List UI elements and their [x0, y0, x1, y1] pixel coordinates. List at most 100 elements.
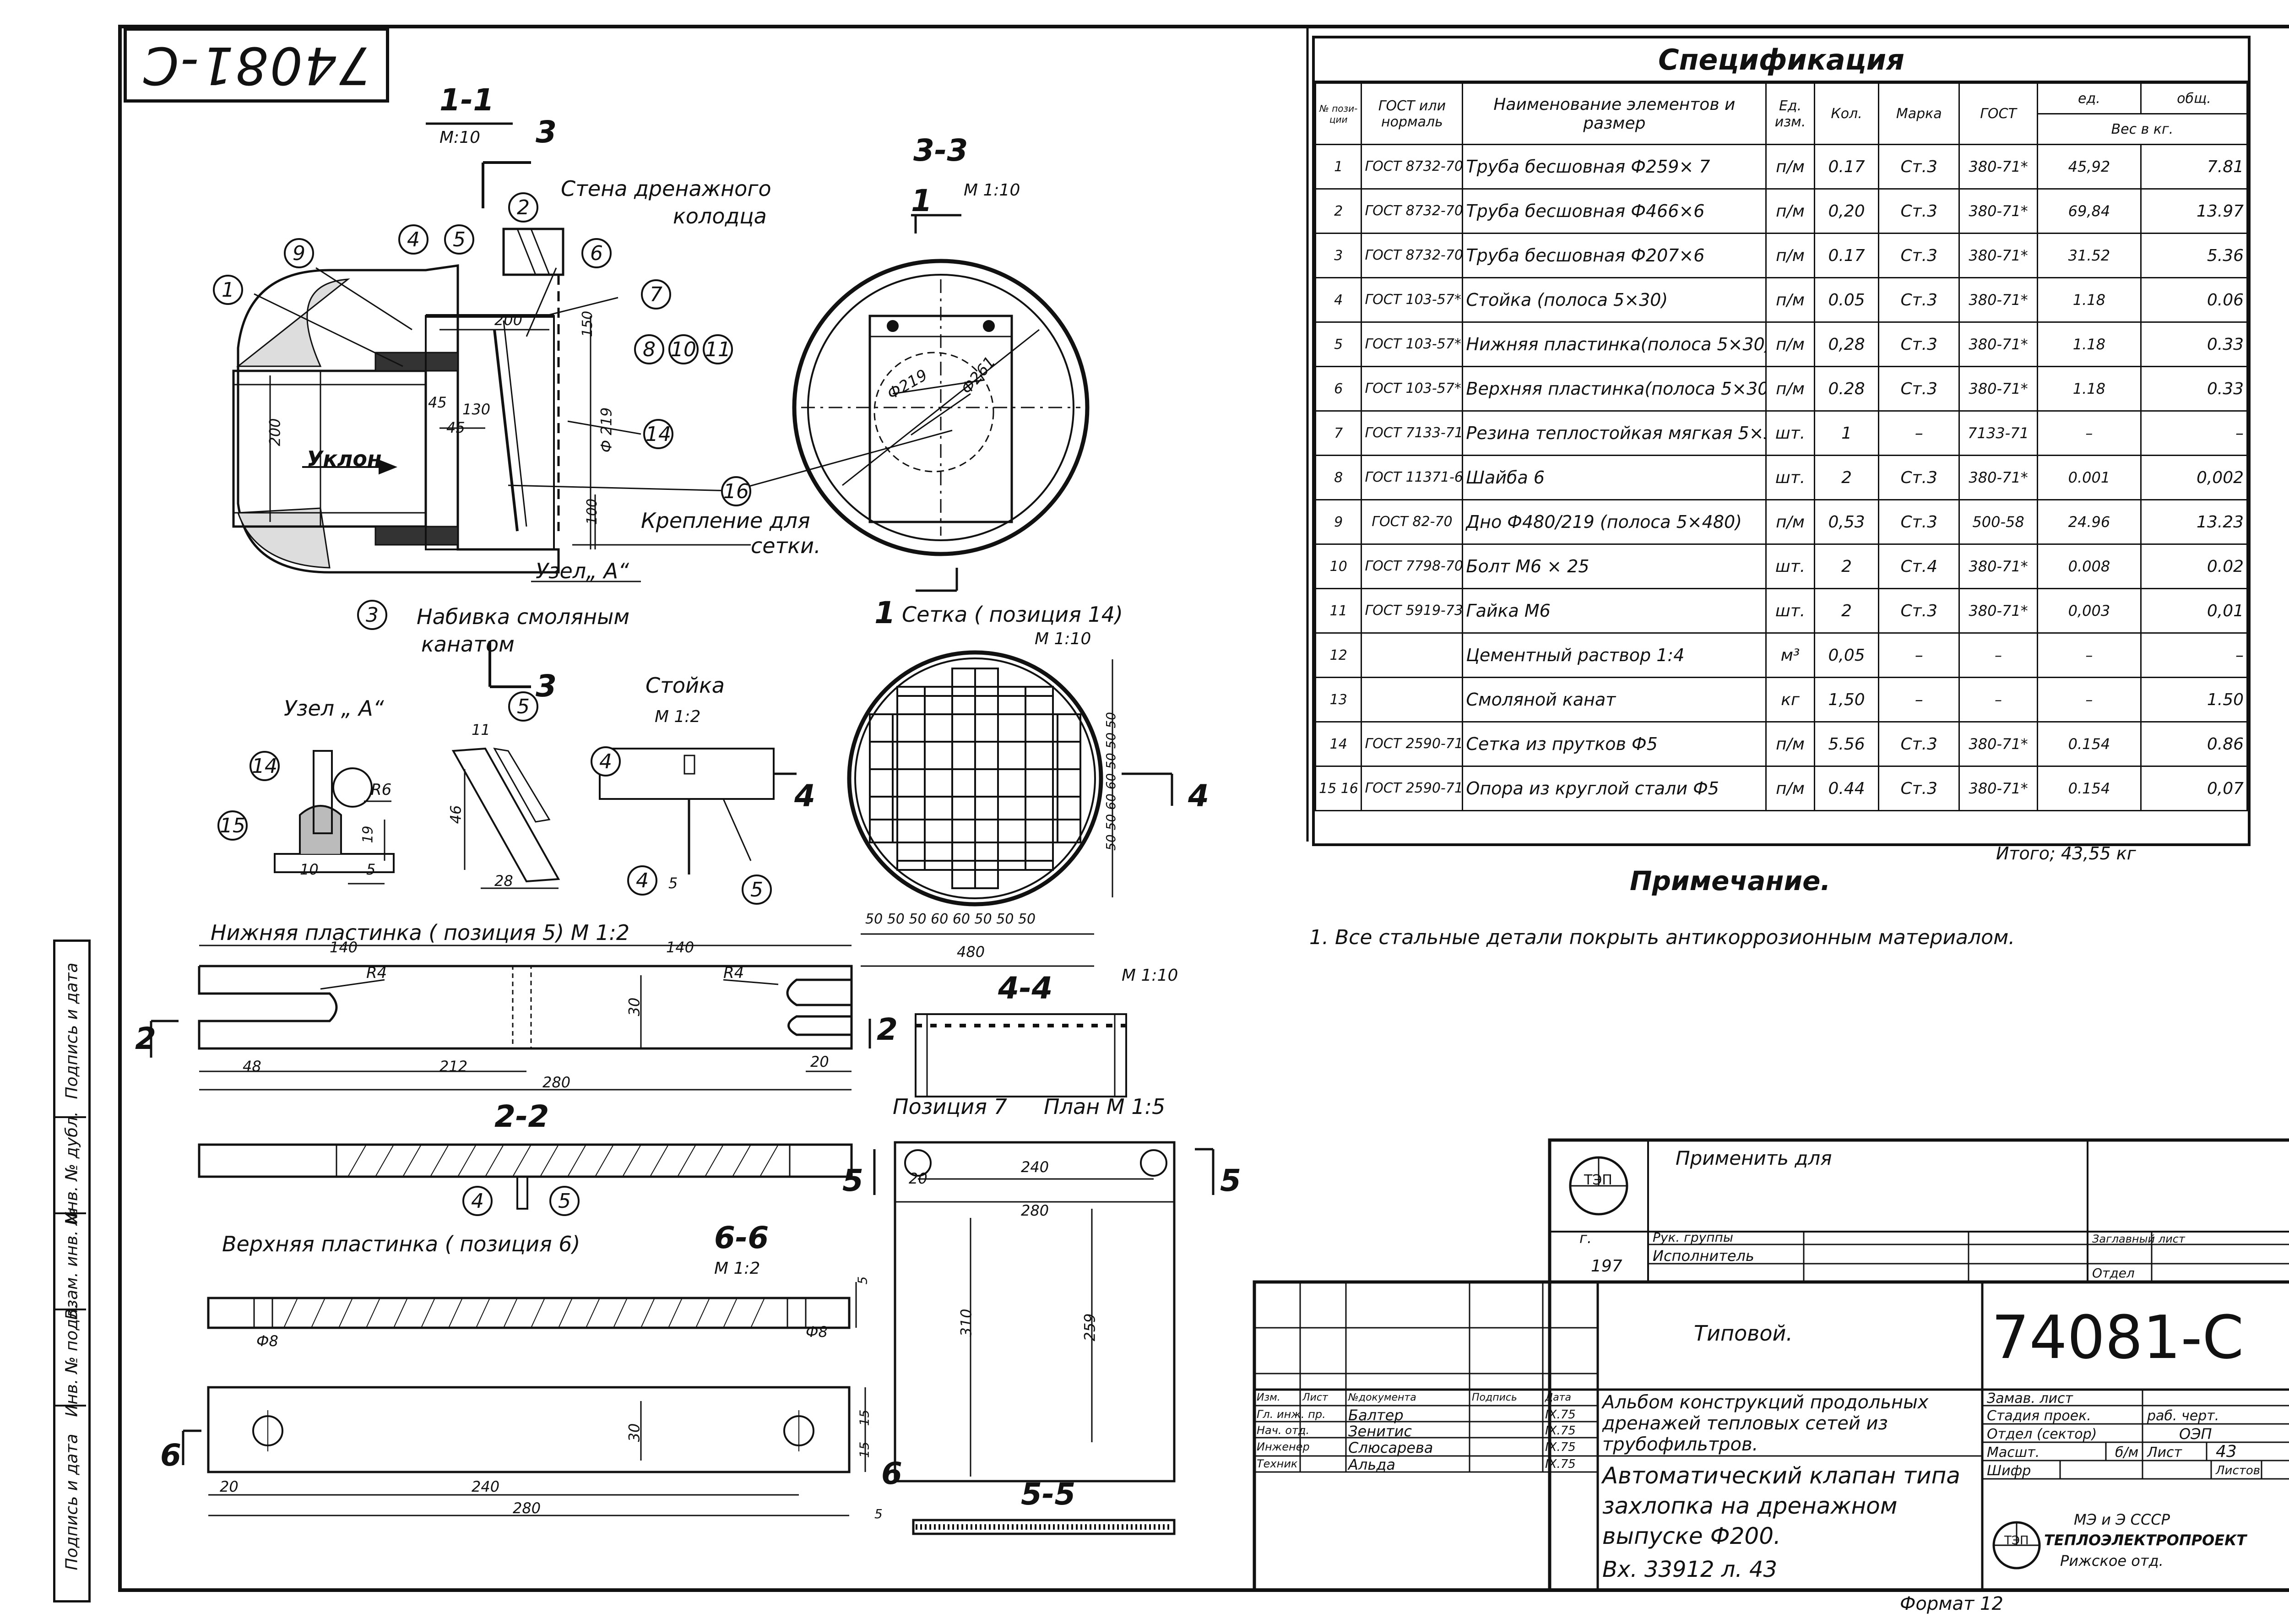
callout-10: 10: [668, 334, 699, 364]
callout-14: 14: [643, 419, 673, 449]
dim-219: Ф 219: [597, 407, 615, 453]
spec-header-weight: Вес в кг.: [2036, 113, 2248, 145]
spec-cell-name: Цементный раствор 1:4: [1462, 632, 1767, 678]
dim-mesh-top: 50 50 50 60 60 50 50 50: [865, 911, 1036, 927]
spec-cell-unit: кг: [1765, 677, 1815, 722]
cut-mark-2-left: 2: [135, 1021, 156, 1056]
spec-cell-pos: 4: [1314, 277, 1362, 323]
dim-130: 130: [462, 401, 491, 418]
callout-16: 16: [721, 476, 751, 506]
spec-header-unit-weight: ед.: [2036, 82, 2142, 114]
spec-cell-name: Сетка из прутков Ф5: [1462, 721, 1767, 767]
spec-header-qty: Кол.: [1813, 82, 1880, 145]
rotated-document-stamp: 74081-С: [124, 27, 389, 103]
spec-cell-w2: –: [2140, 632, 2248, 678]
dim-10: 10: [300, 861, 319, 878]
dim-f8-b: Ф8: [806, 1323, 828, 1341]
section-6-6-scale: М 1:2: [714, 1259, 760, 1278]
spec-cell-w2: 0.86: [2140, 721, 2248, 767]
tb-cipher: Шифр: [1987, 1463, 2031, 1479]
dim-150: 150: [580, 310, 596, 337]
dim-45-a: 45: [428, 394, 447, 411]
spec-cell-gost2: 380-71*: [1958, 233, 2038, 278]
section-1-1-scale: М:10: [439, 128, 480, 147]
tb-number: 74081-С: [1991, 1303, 2244, 1372]
lower-plate-title: Нижняя пластинка ( позиция 5) М 1:2: [211, 920, 630, 945]
fastening-label: Крепление для: [641, 508, 810, 533]
callout-4: 4: [398, 224, 429, 255]
section-5-5-title: 5-5: [1021, 1477, 1076, 1512]
spec-cell-unit: п/м: [1765, 499, 1815, 545]
spec-header-total-weight: общ.: [2140, 82, 2248, 114]
spec-cell-mark: Ст.3: [1878, 188, 1960, 234]
dim-212: 212: [439, 1058, 468, 1075]
spec-cell-pos: 15 16: [1314, 766, 1362, 811]
spec-cell-unit: шт.: [1765, 588, 1815, 634]
spec-cell-w2: 5.36: [2140, 233, 2248, 278]
spec-cell-unit: п/м: [1765, 233, 1815, 278]
dim-up-5: 5: [855, 1276, 870, 1285]
spec-cell-qty: 0.17: [1813, 233, 1880, 278]
spec-cell-w1: 31.52: [2036, 233, 2142, 278]
packing-label-2: канатом: [421, 632, 515, 657]
callout-9: 9: [284, 238, 314, 268]
spec-cell-gost: ГОСТ 2590-71: [1361, 721, 1464, 767]
dim-p7-310: 310: [957, 1309, 975, 1337]
dim-r4-b: R4: [723, 964, 744, 982]
spec-cell-gost: ГОСТ 8732-70*: [1361, 144, 1464, 190]
spec-cell-gost2: 7133-71: [1958, 410, 2038, 456]
spec-cell-gost2: 380-71*: [1958, 721, 2038, 767]
spec-cell-gost: ГОСТ 103-57*: [1361, 277, 1464, 323]
cut-mark-4-right: 4: [1188, 778, 1209, 814]
spec-cell-w1: 45,92: [2036, 144, 2142, 190]
tb-stage-value: раб. черт.: [2147, 1408, 2219, 1424]
dim-mesh-side: 50 50 60 60 50 50 50: [1103, 712, 1118, 851]
spec-cell-gost2: 380-71*: [1958, 366, 2038, 412]
spec-cell-gost: [1361, 677, 1464, 722]
tb-org-3: Рижское отд.: [2060, 1552, 2164, 1570]
tb-apply-for: Применить для: [1676, 1147, 1832, 1169]
spec-cell-gost2: –: [1958, 632, 2038, 678]
dim-p7-280: 280: [1021, 1202, 1049, 1219]
callout-1: 1: [213, 275, 243, 305]
tb-subject: Автоматический клапан типа захлопка на д…: [1602, 1462, 1960, 1549]
tb-col-list: Лист: [1302, 1392, 1328, 1403]
upper-plate-title: Верхняя пластинка ( позиция 6): [222, 1232, 580, 1256]
callout-4-d: 4: [462, 1186, 493, 1216]
uzel-ref-label: Узел„ А“: [536, 559, 629, 583]
tb-col-sign: Подпись: [1472, 1392, 1517, 1403]
spec-cell-w2: 0.02: [2140, 543, 2248, 589]
tb-role-2: Нач. отд.: [1257, 1424, 1310, 1437]
spec-cell-w2: 0,01: [2140, 588, 2248, 634]
spec-cell-mark: Ст.3: [1878, 766, 1960, 811]
cut-mark-6-right: 6: [881, 1456, 902, 1491]
spec-cell-mark: Ст.3: [1878, 144, 1960, 190]
spec-cell-name: Нижняя пластинка(полоса 5×30): [1462, 321, 1767, 367]
spec-cell-mark: Ст.4: [1878, 543, 1960, 589]
callout-2: 2: [508, 192, 538, 223]
spec-cell-pos: 1: [1314, 144, 1362, 190]
spec-cell-unit: шт.: [1765, 543, 1815, 589]
spec-cell-qty: 1: [1813, 410, 1880, 456]
section-3-3-title: 3-3: [913, 133, 968, 168]
spec-cell-w1: 0,003: [2036, 588, 2142, 634]
tb-ref: Вх. 33912 л. 43: [1602, 1557, 1778, 1582]
tb-col-izm: Изм.: [1257, 1392, 1280, 1403]
tb-name-4: Альда: [1348, 1456, 1395, 1473]
spec-cell-gost2: 380-71*: [1958, 455, 2038, 500]
setka-title: Сетка ( позиция 14): [902, 602, 1123, 627]
callout-6: 6: [581, 238, 612, 268]
spec-cell-w1: 0.001: [2036, 455, 2142, 500]
spec-cell-pos: 14: [1314, 721, 1362, 767]
dim-up-240: 240: [472, 1478, 500, 1495]
spec-cell-gost: ГОСТ 5919-73: [1361, 588, 1464, 634]
slope-label: Уклон: [307, 446, 382, 471]
spec-cell-unit: п/м: [1765, 321, 1815, 367]
tb-logo-bottom: ТЭП: [2004, 1534, 2029, 1548]
tb-year-prefix: г.: [1579, 1229, 1592, 1247]
spec-cell-pos: 11: [1314, 588, 1362, 634]
tb-performer: Исполнитель: [1653, 1247, 1754, 1265]
